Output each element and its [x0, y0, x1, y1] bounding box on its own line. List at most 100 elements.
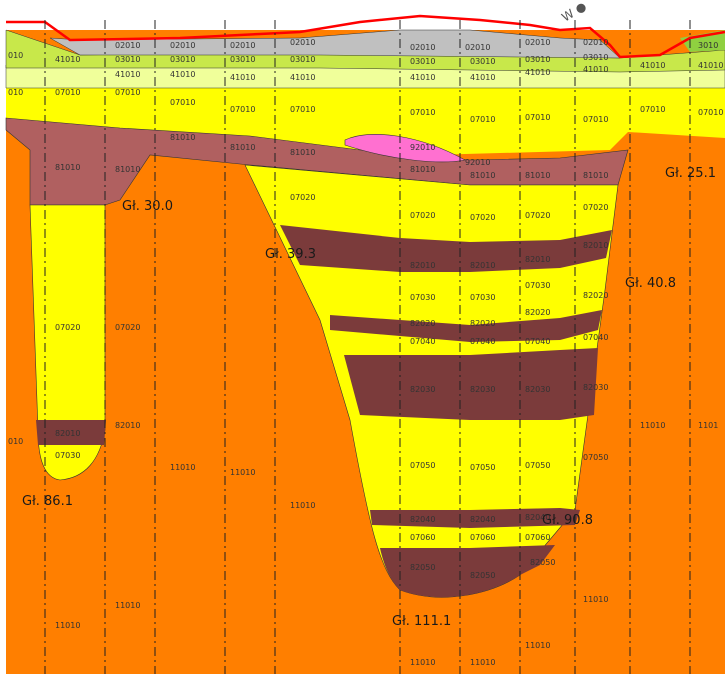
- code-label: 010: [8, 51, 23, 60]
- code-label: 03010: [470, 57, 495, 66]
- code-label: 81010: [525, 171, 550, 180]
- code-label: 41010: [640, 61, 665, 70]
- code-label: 82040: [410, 515, 435, 524]
- layer-92010: [344, 133, 466, 163]
- layer-03010-right: [680, 30, 725, 52]
- code-label: 07020: [410, 211, 435, 220]
- code-label: 41010: [583, 65, 608, 74]
- surface-line: [6, 14, 725, 59]
- code-label: 02010: [170, 41, 195, 50]
- code-label: 82020: [410, 319, 435, 328]
- depth-label: Gł. 25.1: [665, 166, 716, 181]
- code-label: 07030: [55, 451, 80, 460]
- top-fragment-label: W ●: [559, 0, 589, 25]
- depth-label: Gł. 40.8: [625, 276, 676, 291]
- code-label: 02010: [230, 41, 255, 50]
- code-label: 03010: [410, 57, 435, 66]
- code-label: 07050: [470, 463, 495, 472]
- code-label: 81010: [115, 165, 140, 174]
- code-label: 07010: [55, 88, 80, 97]
- code-label: 07020: [290, 193, 315, 202]
- code-label: 03010: [583, 53, 608, 62]
- depth-label: Gł. 86.1: [22, 494, 73, 509]
- depth-label: Gł. 30.0: [122, 199, 173, 214]
- code-label: 07040: [525, 337, 550, 346]
- main-82020: [330, 310, 602, 342]
- code-label: 81010: [470, 171, 495, 180]
- code-label: 07030: [470, 293, 495, 302]
- code-label: 02010: [410, 43, 435, 52]
- code-label: 82050: [410, 563, 435, 572]
- code-label: 82050: [470, 571, 495, 580]
- code-label: 81010: [410, 165, 435, 174]
- code-label: 41010: [410, 73, 435, 82]
- code-label: 03010: [115, 55, 140, 64]
- layer-02010: [49, 29, 621, 59]
- code-label: 82020: [583, 291, 608, 300]
- code-label: 92010: [410, 143, 435, 152]
- code-label: 81010: [230, 143, 255, 152]
- code-label: 81010: [55, 163, 80, 172]
- code-label: 82030: [525, 385, 550, 394]
- code-label: 11010: [410, 658, 435, 667]
- code-label: 41010: [290, 73, 315, 82]
- code-label: 41010: [525, 68, 550, 77]
- main-82040: [370, 508, 580, 528]
- code-label: 82010: [55, 429, 80, 438]
- depth-label: Gł. 90.8: [542, 513, 593, 528]
- left-82010: [36, 420, 106, 445]
- code-label: 82010: [583, 241, 608, 250]
- code-label: 07020: [583, 203, 608, 212]
- code-label: 02010: [465, 43, 490, 52]
- depth-label: Gł. 39.3: [265, 247, 316, 262]
- code-label: 11010: [640, 421, 665, 430]
- code-label: 07020: [115, 323, 140, 332]
- code-label: 07020: [470, 213, 495, 222]
- code-label: 07010: [698, 108, 723, 117]
- code-label: 07010: [410, 108, 435, 117]
- code-label: 07060: [525, 533, 550, 542]
- code-label: 82010: [470, 261, 495, 270]
- code-label: 07010: [470, 115, 495, 124]
- code-label: 11010: [55, 621, 80, 630]
- code-label: 07010: [583, 115, 608, 124]
- code-label: 07020: [55, 323, 80, 332]
- code-label: 02010: [115, 41, 140, 50]
- code-label: 3010: [698, 41, 718, 50]
- code-label: 07010: [640, 105, 665, 114]
- code-label: 07010: [525, 113, 550, 122]
- code-label: 03010: [230, 55, 255, 64]
- code-label: 07060: [470, 533, 495, 542]
- code-label: 41010: [470, 73, 495, 82]
- code-label: 41010: [170, 70, 195, 79]
- code-label: 41010: [230, 73, 255, 82]
- code-label: 41010: [55, 55, 80, 64]
- code-label: 02010: [583, 38, 608, 47]
- code-label: 82030: [583, 383, 608, 392]
- code-label: 41010: [115, 70, 140, 79]
- code-label: 11010: [290, 501, 315, 510]
- code-label: 07030: [525, 281, 550, 290]
- code-label: 81010: [290, 148, 315, 157]
- code-label: 07010: [115, 88, 140, 97]
- code-label: 92010: [465, 158, 490, 167]
- code-label: 07010: [170, 98, 195, 107]
- code-label: 07050: [525, 461, 550, 470]
- code-label: 07020: [525, 211, 550, 220]
- code-label: 82010: [525, 255, 550, 264]
- code-label: 1101: [698, 421, 718, 430]
- code-label: 82040: [470, 515, 495, 524]
- code-label: 07030: [410, 293, 435, 302]
- code-label: 82020: [525, 308, 550, 317]
- code-label: 03010: [170, 55, 195, 64]
- code-label: 11010: [115, 601, 140, 610]
- code-label: 81010: [583, 171, 608, 180]
- code-label: 11010: [525, 641, 550, 650]
- code-label: 07040: [470, 337, 495, 346]
- code-label: 07040: [583, 333, 608, 342]
- code-label: 07010: [290, 105, 315, 114]
- code-label: 02010: [290, 38, 315, 47]
- code-label: 11010: [583, 595, 608, 604]
- code-label: 81010: [170, 133, 195, 142]
- code-label: 07050: [410, 461, 435, 470]
